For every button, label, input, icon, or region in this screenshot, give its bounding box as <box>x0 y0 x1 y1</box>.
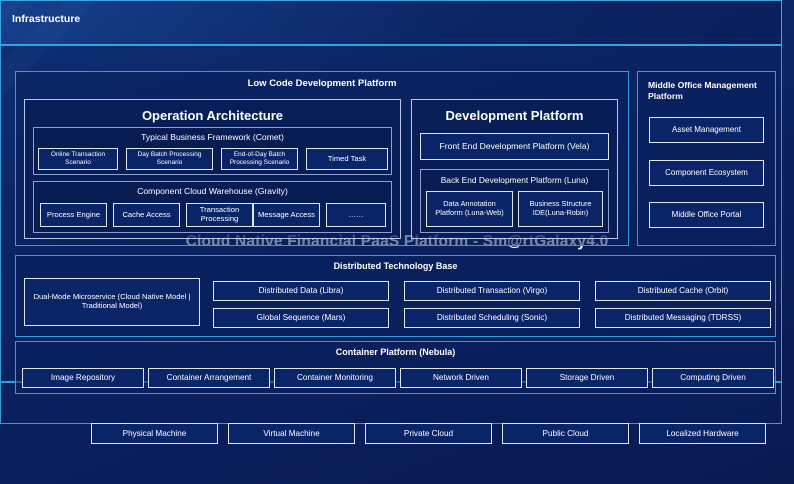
distributed-technology-base-header: Distributed Technology Base <box>333 261 458 271</box>
back-end-development-platform-header: Back End Development Platform (Luna) <box>440 175 589 185</box>
ccw-item-ellipsis[interactable]: …… <box>326 203 386 227</box>
dtb-item-distributed-cache[interactable]: Distributed Cache (Orbit) <box>595 281 771 301</box>
dtb-item-distributed-scheduling[interactable]: Distributed Scheduling (Sonic) <box>404 308 580 328</box>
low-code-platform-header: Low Code Development Platform <box>247 78 397 89</box>
middle-office-item-middle-office-portal[interactable]: Middle Office Portal <box>649 202 764 228</box>
middle-office-item-asset-management[interactable]: Asset Management <box>649 117 764 143</box>
development-platform-title: Development Platform <box>445 108 584 123</box>
dtb-item-dual-mode-microservice[interactable]: Dual-Mode Microservice (Cloud Native Mod… <box>24 278 200 326</box>
container-item-network-driven[interactable]: Network Driven <box>400 368 522 388</box>
middle-office-platform-header: Middle Office Management Platform <box>648 80 757 102</box>
typical-business-framework-header: Typical Business Framework (Comet) <box>141 132 284 142</box>
container-item-storage-driven[interactable]: Storage Driven <box>526 368 648 388</box>
container-item-image-repository[interactable]: Image Repository <box>22 368 144 388</box>
dtb-item-distributed-transaction[interactable]: Distributed Transaction (Virgo) <box>404 281 580 301</box>
container-item-container-arrangement[interactable]: Container Arrangement <box>148 368 270 388</box>
middle-office-item-component-ecosystem[interactable]: Component Ecosystem <box>649 160 764 186</box>
diagram-title-bar: Cloud Native Financial PaaS Platform - S… <box>0 0 782 250</box>
tbf-item-online-transaction-scenario[interactable]: Online Transaction Scenario <box>38 148 118 170</box>
ccw-item-cache-access[interactable]: Cache Access <box>113 203 180 227</box>
container-item-container-monitoring[interactable]: Container Monitoring <box>274 368 396 388</box>
tbf-item-timed-task[interactable]: Timed Task <box>306 148 388 170</box>
ccw-item-transaction-processing[interactable]: Transaction Processing <box>186 203 253 227</box>
dtb-item-distributed-messaging[interactable]: Distributed Messaging (TDRSS) <box>595 308 771 328</box>
bedp-item-data-annotation-platform[interactable]: Data Annotation Platform (Luna-Web) <box>426 191 513 227</box>
tbf-item-day-batch-processing-scenario[interactable]: Day Batch Processing Scenario <box>126 148 213 170</box>
infrastructure-item-physical-machine[interactable]: Physical Machine <box>91 423 218 444</box>
component-cloud-warehouse-header: Component Cloud Warehouse (Gravity) <box>137 186 288 196</box>
infrastructure-item-private-cloud[interactable]: Private Cloud <box>365 423 492 444</box>
dtb-item-distributed-data[interactable]: Distributed Data (Libra) <box>213 281 389 301</box>
infrastructure-item-virtual-machine[interactable]: Virtual Machine <box>228 423 355 444</box>
ccw-item-message-access[interactable]: Message Access <box>253 203 320 227</box>
infrastructure-label: Infrastructure <box>12 13 81 25</box>
bedp-item-business-structure-ide[interactable]: Business Structure IDE(Luna-Robin) <box>518 191 603 227</box>
front-end-development-platform-box[interactable]: Front End Development Platform (Vela) <box>420 133 609 160</box>
tbf-item-end-of-day-batch-processing-scenario[interactable]: End-of-Day Batch Processing Scenario <box>221 148 298 170</box>
container-item-computing-driven[interactable]: Computing Driven <box>652 368 774 388</box>
infrastructure-item-public-cloud[interactable]: Public Cloud <box>502 423 629 444</box>
dtb-item-global-sequence[interactable]: Global Sequence (Mars) <box>213 308 389 328</box>
operation-architecture-title: Operation Architecture <box>141 108 284 123</box>
ccw-item-process-engine[interactable]: Process Engine <box>40 203 107 227</box>
infrastructure-item-localized-hardware[interactable]: Localized Hardware <box>639 423 766 444</box>
container-platform-header: Container Platform (Nebula) <box>335 347 456 357</box>
